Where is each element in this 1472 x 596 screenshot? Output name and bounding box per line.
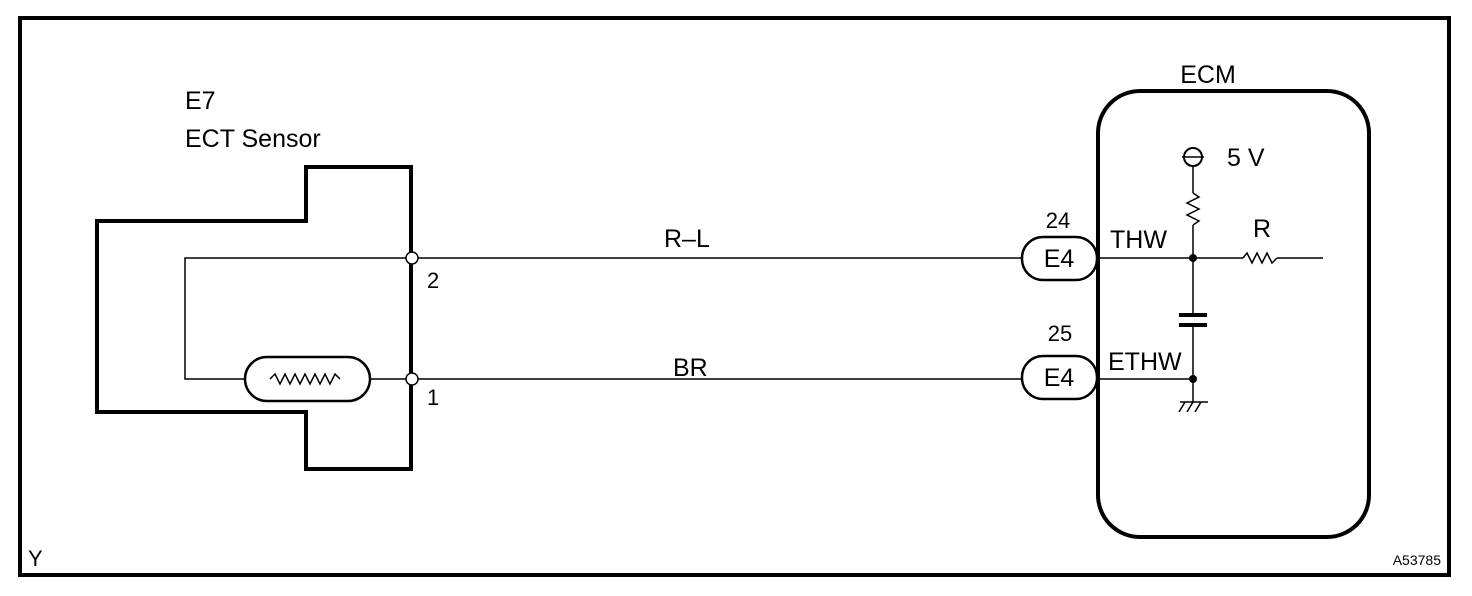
connector-bottom-label: E4 (1044, 364, 1075, 392)
connector-top-pin: 24 (1046, 208, 1070, 233)
ground-icon (1178, 401, 1208, 413)
connector-top-label: E4 (1044, 245, 1075, 273)
resistor-label: R (1253, 215, 1271, 243)
sensor-body (95, 165, 413, 471)
sensor-code: E7 (185, 87, 216, 115)
thermistor-body (243, 355, 372, 403)
ethw-label: ETHW (1108, 348, 1182, 376)
wire-top-color: R–L (664, 225, 710, 253)
supply-voltage: 5 V (1227, 144, 1265, 172)
pin-2-label: 2 (427, 268, 439, 293)
sensor-name: ECT Sensor (185, 125, 321, 153)
terminal-2 (405, 251, 419, 265)
corner-code: Y (28, 546, 43, 571)
pin-1-label: 1 (427, 385, 439, 410)
wire-bottom-color: BR (673, 354, 708, 382)
thermistor-resistor-zigzag (269, 372, 341, 386)
figure-id: A53785 (1393, 552, 1441, 568)
ecm-title: ECM (1180, 61, 1236, 89)
diagram-frame (18, 16, 1451, 577)
ecm-box (1096, 89, 1371, 539)
connector-bottom-pin: 25 (1048, 321, 1072, 346)
thw-label: THW (1110, 226, 1167, 254)
pullup-resistor-zigzag (1185, 192, 1201, 226)
sensor-internal-wire (184, 257, 406, 380)
terminal-1 (405, 372, 419, 386)
r-resistor-zigzag (1242, 251, 1278, 265)
